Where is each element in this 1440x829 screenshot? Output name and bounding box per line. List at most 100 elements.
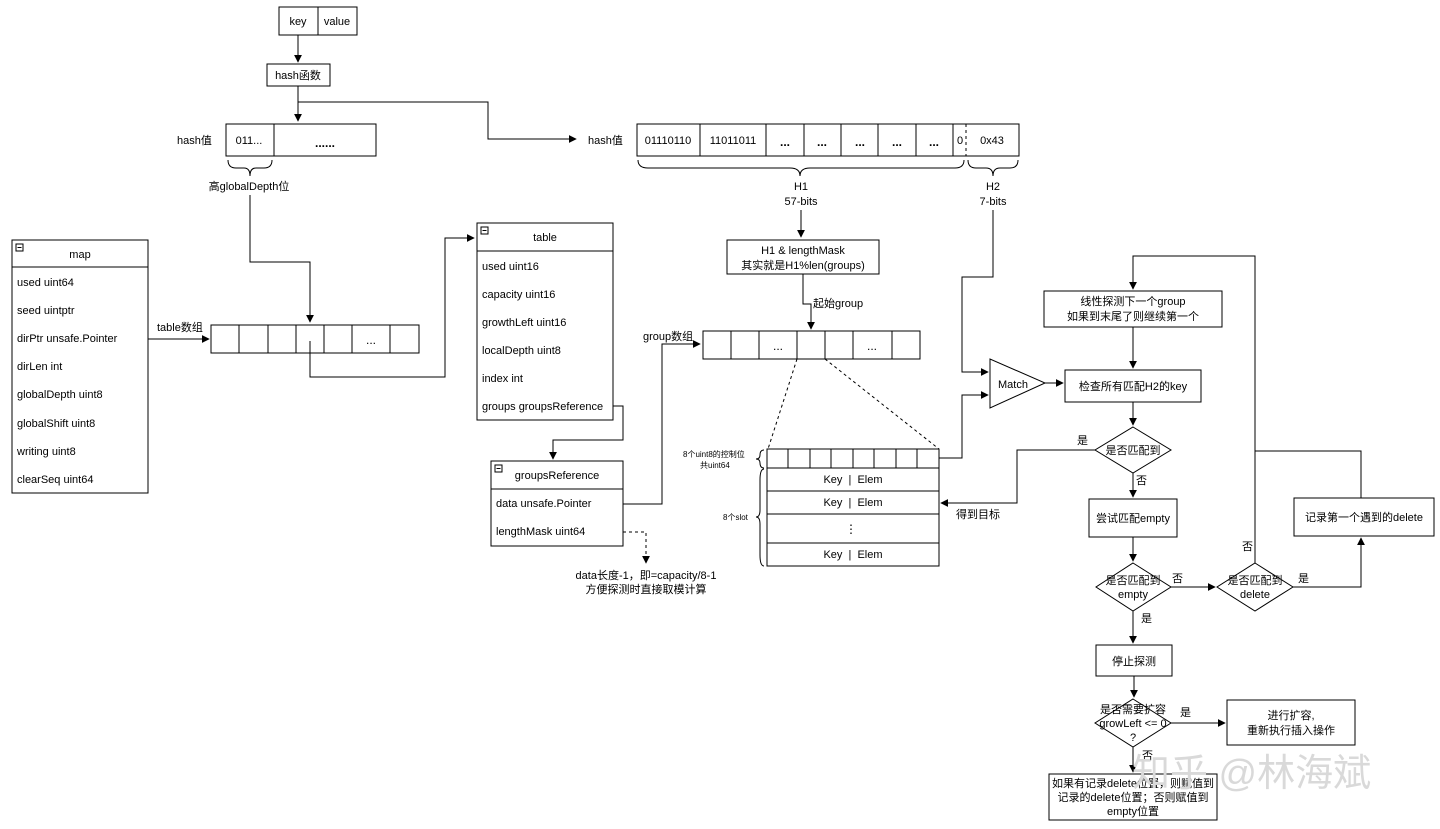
map-struct: map used uint64 seed uintptr dirPtr unsa… (11, 239, 149, 494)
slot-row: Key | Elem (823, 474, 882, 486)
key-label: key (289, 16, 307, 28)
svg-text:记录的delete位置；否则赋值到: 记录的delete位置；否则赋值到 (1058, 790, 1209, 804)
no-label: 否 (1142, 750, 1153, 762)
yes-label: 是 (1077, 434, 1088, 447)
table-field: groups groupsReference (482, 401, 603, 413)
svg-text:?: ? (1130, 732, 1136, 744)
groups-reference-struct: groupsReference data unsafe.Pointer leng… (490, 460, 624, 547)
map-field: clearSeq uint64 (17, 474, 93, 486)
svg-text:是否匹配到: 是否匹配到 (1228, 574, 1283, 587)
try-empty-box: 尝试匹配empty (1088, 498, 1178, 538)
table-field: capacity uint16 (482, 289, 555, 301)
svg-text:是否匹配到: 是否匹配到 (1106, 574, 1161, 587)
hash-zero-bit: 0 (957, 135, 963, 147)
svg-text:记录第一个遇到的delete: 记录第一个遇到的delete (1305, 510, 1423, 524)
svg-text:empty: empty (1118, 589, 1148, 601)
grow-box: 进行扩容, 重新执行插入操作 (1226, 699, 1356, 746)
table-struct: table used uint16 capacity uint16 growth… (476, 222, 614, 421)
svg-text:检查所有匹配H2的key: 检查所有匹配H2的key (1079, 379, 1188, 393)
key-value-box: key value (278, 6, 358, 36)
h1-bits: 57-bits (784, 196, 818, 208)
h1-mask-box: H1 & lengthMask 其实就是H1%len(groups) (726, 239, 880, 275)
hash-cell-3: ... (780, 135, 790, 149)
table-array-ellipsis: ... (366, 333, 376, 347)
ctrl-bytes-label-1: 8个uint8的控制位 (683, 449, 745, 459)
svg-text:尝试匹配empty: 尝试匹配empty (1096, 512, 1170, 525)
svg-text:重新执行插入操作: 重新执行插入操作 (1247, 723, 1335, 737)
svg-text:empty位置: empty位置 (1107, 804, 1159, 818)
svg-text:如果到末尾了则继续第一个: 如果到末尾了则继续第一个 (1067, 309, 1199, 323)
hash-cell-7: ... (929, 135, 939, 149)
group-array-label: group数组 (643, 329, 693, 343)
hash-h2-cell: 0x43 (980, 135, 1004, 147)
start-group-label: 起始group (813, 296, 863, 310)
yes-label: 是 (1141, 612, 1152, 625)
is-delete-decision: 是否匹配到 delete (1216, 562, 1294, 612)
need-grow-decision: 是否需要扩容 growLeft <= 0 ? (1094, 698, 1172, 748)
hash-value-right: hash值 01110110 11011011 ... ... ... ... … (588, 123, 1020, 208)
table-field: growthLeft uint16 (482, 317, 566, 329)
ctrl-bytes-label-2: 共uint64 (700, 461, 730, 470)
record-delete-box: 记录第一个遇到的delete (1293, 497, 1435, 537)
table-field: localDepth uint8 (482, 345, 561, 357)
map-field: dirLen int (17, 361, 62, 373)
match-node: Match (989, 358, 1047, 409)
check-h2-box: 检查所有匹配H2的key (1064, 369, 1202, 403)
groups-reference-title: groupsReference (515, 470, 599, 482)
group-array: ... ... (702, 330, 921, 360)
table-array: ... (210, 324, 420, 354)
hash-cell-5: ... (855, 135, 865, 149)
table-field: index int (482, 373, 523, 385)
table-title: table (533, 232, 557, 244)
yes-label: 是 (1180, 706, 1191, 719)
hash-value-left: hash值 011... ...... 高globalDepth位 (177, 123, 377, 193)
global-depth-brace-label: 高globalDepth位 (209, 179, 290, 193)
hash-value-right-label: hash值 (588, 134, 623, 147)
value-label: value (324, 16, 350, 28)
h2-label: H2 (986, 181, 1000, 193)
svg-text:其实就是H1%len(groups): 其实就是H1%len(groups) (741, 258, 864, 272)
yes-label: 是 (1298, 572, 1309, 585)
hash-cell-6: ... (892, 135, 902, 149)
map-field: dirPtr unsafe.Pointer (17, 333, 118, 345)
slot-row: Key | Elem (823, 549, 882, 561)
svg-text:如果有记录delete位置，则赋值到: 如果有记录delete位置，则赋值到 (1052, 776, 1214, 790)
hash-function-box: hash函数 (266, 63, 331, 87)
is-match-decision: 是否匹配到 (1094, 426, 1172, 474)
map-field: used uint64 (17, 277, 74, 289)
no-label: 否 (1136, 475, 1147, 487)
map-field: globalShift uint8 (17, 418, 95, 430)
table-array-label: table数组 (157, 320, 203, 334)
svg-text:是否需要扩容: 是否需要扩容 (1100, 702, 1166, 716)
watermark: 知乎 @林海斌 (1132, 753, 1371, 795)
h1-label: H1 (794, 181, 808, 193)
h2-bits: 7-bits (980, 196, 1007, 208)
map-title: map (69, 249, 90, 261)
hash-cell-4: ... (817, 135, 827, 149)
svg-text:进行扩容,: 进行扩容, (1267, 708, 1314, 722)
table-field: used uint16 (482, 261, 539, 273)
map-field: seed uintptr (17, 305, 75, 317)
slot-vdots: ⋮ (845, 522, 857, 536)
slot-row: Key | Elem (823, 497, 882, 509)
linear-probe-box: 线性探测下一个group 如果到末尾了则继续第一个 (1043, 290, 1223, 328)
got-target-label: 得到目标 (956, 507, 1000, 521)
svg-text:growLeft <= 0: growLeft <= 0 (1099, 718, 1166, 730)
hash-cell-2: 11011011 (710, 135, 757, 147)
group-array-ellipsis: ... (867, 339, 877, 353)
map-field: writing uint8 (16, 446, 76, 458)
svg-text:H1 & lengthMask: H1 & lengthMask (761, 245, 845, 257)
no-label: 否 (1242, 541, 1253, 553)
length-mask-note-1: data长度-1，即=capacity/8-1 (576, 568, 717, 582)
svg-text:是否匹配到: 是否匹配到 (1106, 444, 1161, 457)
svg-text:停止探测: 停止探测 (1112, 654, 1156, 668)
no-label: 否 (1172, 573, 1183, 585)
slot-count-label: 8个slot (723, 513, 749, 522)
hash-prefix: 011... (236, 135, 263, 147)
is-empty-decision: 是否匹配到 empty (1095, 562, 1172, 612)
svg-text:Match: Match (998, 379, 1028, 391)
svg-text:线性探测下一个group: 线性探测下一个group (1080, 294, 1185, 308)
svg-text:delete: delete (1240, 589, 1270, 601)
groups-reference-field: lengthMask uint64 (496, 526, 585, 538)
